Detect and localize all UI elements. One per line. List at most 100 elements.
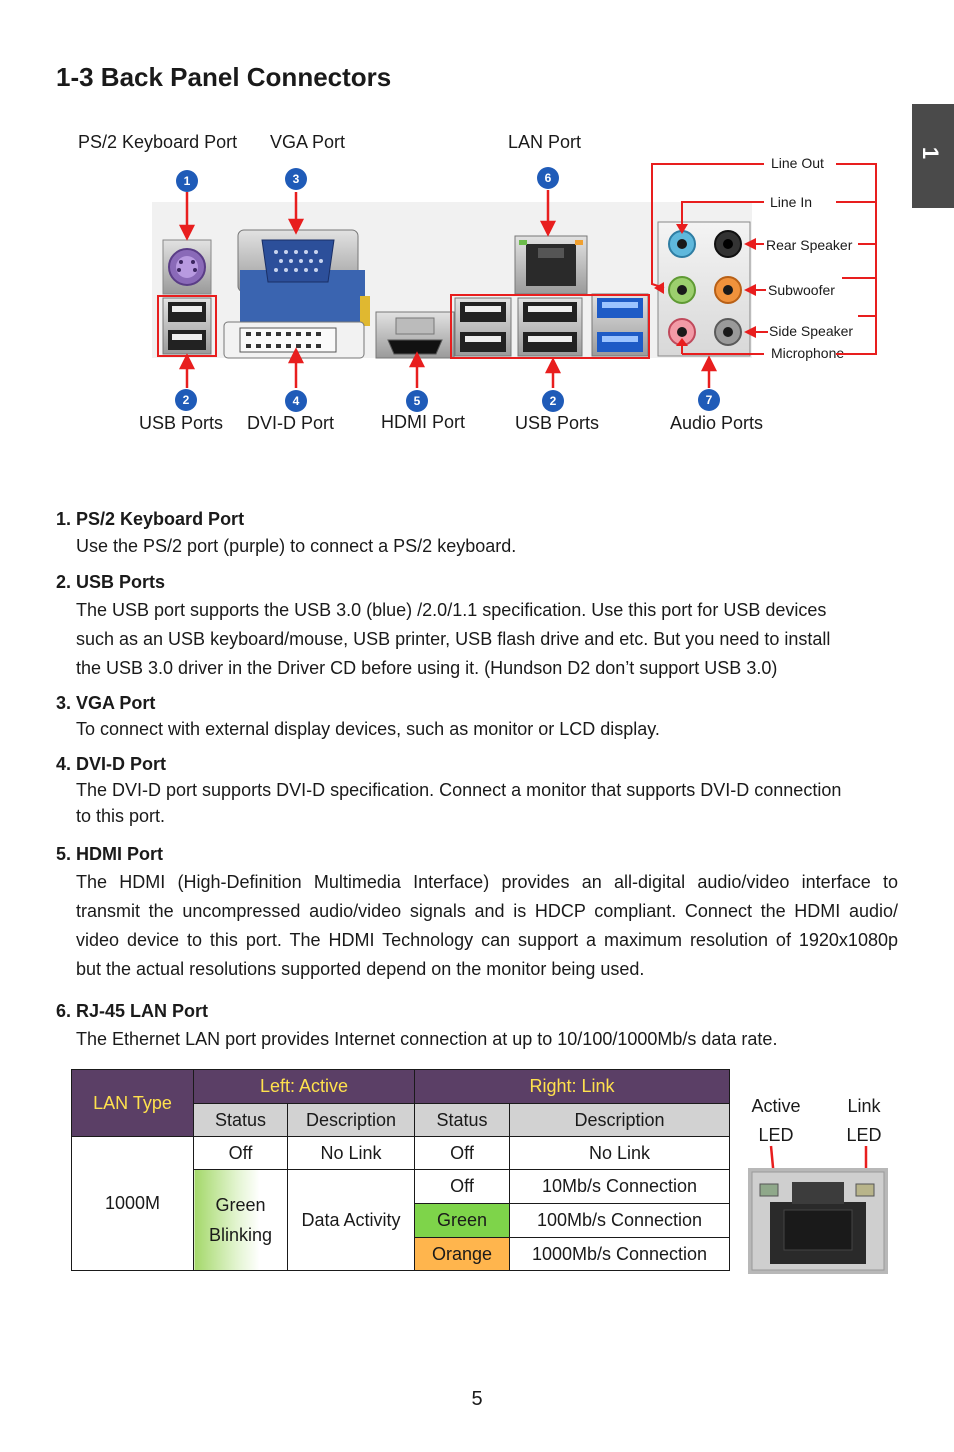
dvi-port-image	[223, 321, 365, 359]
body-line: transmit the uncompressed audio/video si…	[76, 901, 898, 921]
right-status-cell: Off	[414, 1136, 510, 1170]
right-status-orange: Orange	[414, 1237, 510, 1271]
marker-5-text: 5	[414, 394, 421, 408]
body-line: but the actual resolutions supported dep…	[76, 959, 645, 979]
active-led-line: LED	[758, 1125, 794, 1145]
right-description-cell: No Link	[509, 1136, 730, 1170]
section-title-ps2: 1. PS/2 Keyboard Port	[56, 509, 245, 529]
label-usb-ports-right: USB Ports	[515, 413, 600, 433]
label-audio-ports: Audio Ports	[670, 413, 764, 433]
marker-2-right	[542, 390, 564, 412]
label-side-speaker: Side Speaker	[769, 323, 854, 339]
marker-2-left	[175, 389, 197, 411]
section-title-dvi: 4. DVI-D Port	[56, 754, 167, 774]
audio-callout-arrowheads	[654, 224, 756, 346]
section-body-vga: To connect with external display devices…	[76, 715, 898, 744]
label-subwoofer: Subwoofer	[768, 282, 835, 298]
right-description-cell: 100Mb/s Connection	[509, 1203, 730, 1238]
header-left-active: Left: Active	[193, 1069, 415, 1104]
body-line: The USB port supports the USB 3.0 (blue)…	[76, 600, 827, 620]
label-line-out: Line Out	[771, 155, 824, 171]
right-description-cell: 10Mb/s Connection	[509, 1169, 730, 1204]
section-body-hdmi: The HDMI (High-Definition Multimedia Int…	[76, 868, 898, 984]
ps2-port-image	[162, 239, 212, 295]
header-lan-type: LAN Type	[71, 1069, 194, 1137]
body-line: The HDMI (High-Definition Multimedia Int…	[76, 872, 898, 892]
link-led-line: LED	[846, 1125, 882, 1145]
marker-5	[406, 390, 428, 412]
left-status-line: Green	[215, 1195, 266, 1215]
label-microphone: Microphone	[771, 345, 845, 361]
left-status-cell: Off	[193, 1136, 288, 1170]
subheader-description-left: Description	[287, 1103, 415, 1137]
label-rear-speaker: Rear Speaker	[766, 237, 853, 253]
right-status-cell: Off	[414, 1169, 510, 1204]
label-line-in: Line In	[770, 194, 813, 210]
marker-4	[285, 390, 307, 412]
rj45-led-illustration	[748, 1145, 888, 1274]
chapter-tab: 1	[912, 104, 954, 208]
lan-led-table: LAN Type Left: Active Right: Link Status…	[71, 1069, 730, 1271]
section-title-lan: 6. RJ-45 LAN Port	[56, 1001, 209, 1021]
marker-1	[176, 170, 198, 192]
page-number: 5	[471, 1388, 483, 1410]
marker-1-text: 1	[184, 174, 191, 188]
body-line: The DVI-D port supports DVI-D specificat…	[76, 780, 842, 800]
section-title-hdmi: 5. HDMI Port	[56, 844, 164, 864]
body-line: To connect with external display devices…	[76, 719, 660, 739]
marker-7	[698, 389, 720, 411]
link-led-label: Link LED	[842, 1092, 886, 1150]
label-lan-port: LAN Port	[508, 132, 582, 152]
section-title-vga: 3. VGA Port	[56, 693, 156, 713]
vga-port-image	[237, 229, 370, 326]
lan-port-image	[514, 235, 588, 295]
body-line: the USB 3.0 driver in the Driver CD befo…	[76, 658, 778, 678]
section-title-usb: 2. USB Ports	[56, 572, 166, 592]
audio-short-lines	[756, 243, 768, 333]
left-description-cell: No Link	[287, 1136, 415, 1170]
usb-ports-left-image	[162, 297, 212, 355]
active-led-label: Active LED	[749, 1092, 803, 1150]
lan-type-value: 1000M	[71, 1136, 194, 1271]
usb-ports-right-image	[454, 293, 649, 357]
subheader-status-right: Status	[414, 1103, 510, 1137]
number-markers	[175, 167, 720, 412]
marker-3-text: 3	[293, 172, 300, 186]
left-description-data-activity: Data Activity	[287, 1169, 415, 1271]
subheader-status-left: Status	[193, 1103, 288, 1137]
page-title: 1-3 Back Panel Connectors	[56, 62, 392, 92]
body-line: video device to this port. The HDMI Tech…	[76, 930, 898, 950]
label-vga-port: VGA Port	[270, 132, 346, 152]
left-status-green-blinking: Green Blinking	[193, 1169, 288, 1271]
subheader-description-right: Description	[509, 1103, 730, 1137]
right-status-green: Green	[414, 1203, 510, 1238]
marker-2b-text: 2	[550, 394, 557, 408]
label-ps2-keyboard-port: PS/2 Keyboard Port	[78, 132, 238, 152]
link-led-line: Link	[847, 1096, 881, 1116]
body-line: The Ethernet LAN port provides Internet …	[76, 1029, 778, 1049]
marker-4-text: 4	[293, 394, 300, 408]
right-description-cell: 1000Mb/s Connection	[509, 1237, 730, 1271]
left-status-line: Blinking	[208, 1225, 273, 1245]
body-line: Use the PS/2 port (purple) to connect a …	[76, 536, 517, 556]
label-usb-ports-left: USB Ports	[139, 413, 224, 433]
marker-7-text: 7	[706, 393, 713, 407]
body-line: to this port.	[76, 806, 166, 826]
section-body-usb: The USB port supports the USB 3.0 (blue)…	[76, 596, 898, 683]
section-body-dvi: The DVI-D port supports DVI-D specificat…	[76, 777, 898, 829]
active-led-line: Active	[751, 1096, 801, 1116]
label-dvi-d-port: DVI-D Port	[247, 413, 335, 433]
marker-2a-text: 2	[183, 393, 190, 407]
section-body-lan: The Ethernet LAN port provides Internet …	[76, 1025, 898, 1054]
section-body-ps2: Use the PS/2 port (purple) to connect a …	[76, 532, 898, 561]
marker-3	[285, 168, 307, 190]
back-panel-diagram: 1 3 6 2 4 5 2 7	[152, 163, 877, 412]
label-hdmi-port: HDMI Port	[381, 412, 466, 432]
body-line: such as an USB keyboard/mouse, USB print…	[76, 629, 831, 649]
marker-6	[537, 167, 559, 189]
audio-jacks-image	[657, 221, 751, 357]
hdmi-port-image	[375, 311, 455, 359]
header-right-link: Right: Link	[414, 1069, 730, 1104]
marker-6-text: 6	[545, 171, 552, 185]
usb-right-highlight-box	[450, 294, 650, 359]
